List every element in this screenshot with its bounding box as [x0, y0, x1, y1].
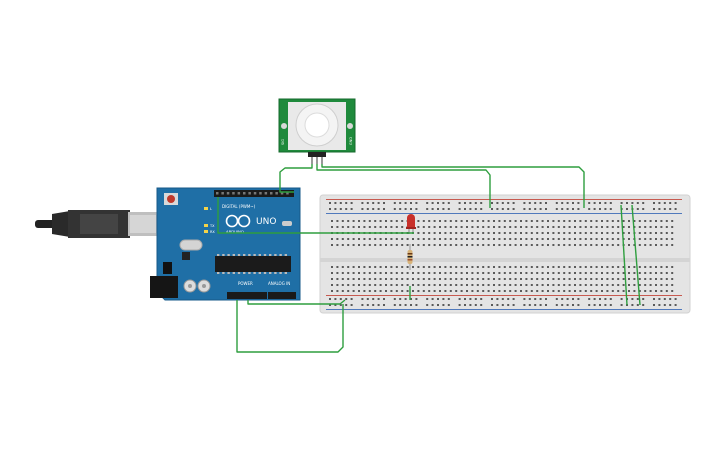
pir-left-label: SIG — [281, 139, 285, 145]
board-brand: ARDUINO — [226, 229, 244, 234]
pir-right-label: GND — [349, 137, 353, 145]
wire-gnd-rail[interactable] — [247, 299, 346, 305]
wire-pir-vcc[interactable] — [316, 164, 491, 208]
led-rx-label: RX — [210, 230, 215, 234]
board-model: UNO — [256, 217, 276, 227]
power-header — [227, 292, 267, 299]
led-l-label: L — [210, 207, 212, 211]
arduino-logo-icon — [225, 214, 251, 228]
wire-rail-link-2[interactable] — [631, 204, 641, 306]
wire-pir-out[interactable] — [321, 164, 585, 208]
breadboard[interactable] — [319, 194, 691, 314]
digital-header-label: DIGITAL (PWM~) — [222, 204, 256, 209]
wires — [217, 164, 641, 353]
breadboard-holes — [326, 199, 682, 310]
resistor[interactable] — [407, 244, 413, 270]
wire-pin-led[interactable] — [217, 197, 414, 234]
wire-5v-rail[interactable] — [236, 300, 344, 353]
led-tx-label: TX — [209, 224, 215, 228]
pir-sensor[interactable]: SIG GND — [278, 98, 356, 164]
wire-pir-gnd[interactable] — [279, 164, 313, 193]
usb-cable[interactable] — [35, 210, 158, 238]
analog-header-label: ANALOG IN — [268, 281, 290, 286]
power-jack[interactable] — [150, 276, 178, 298]
analog-header — [268, 292, 296, 299]
wire-rail-link-1[interactable] — [620, 204, 628, 306]
reset-button-icon[interactable] — [167, 195, 175, 203]
power-header-label: POWER — [238, 281, 253, 286]
atmega-chip — [215, 256, 291, 272]
arduino-board[interactable]: DIGITAL (PWM~) L TX RX UNO ARDUINO — [150, 187, 301, 301]
